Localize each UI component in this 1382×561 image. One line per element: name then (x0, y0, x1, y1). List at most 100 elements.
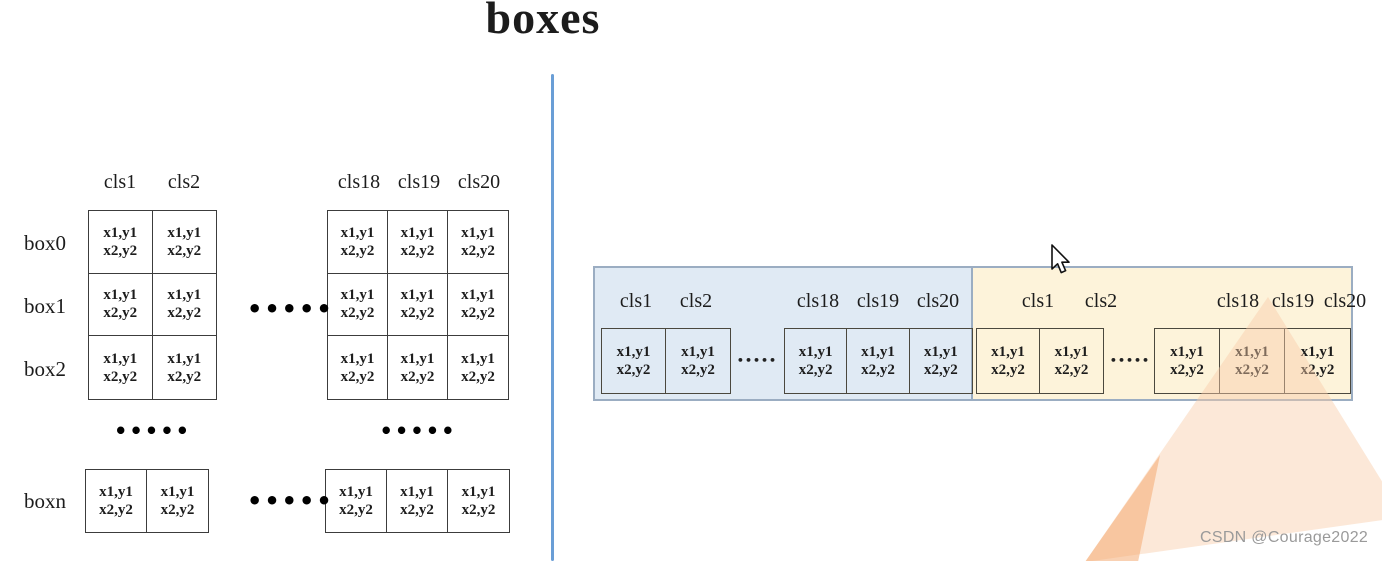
cell-coords-line2: x2,y2 (167, 242, 202, 259)
col-header-cls19: cls19 (1271, 290, 1315, 312)
cell-coords-line1: x1,y1 (340, 287, 375, 304)
cell-coords-line1: x1,y1 (681, 344, 715, 360)
cell-coords-line2: x2,y2 (103, 368, 138, 385)
cell-coords-line1: x1,y1 (167, 224, 202, 241)
cell-coords-line2: x2,y2 (461, 242, 495, 259)
col-ellipsis-dots: ••••• (113, 419, 192, 443)
bbox-cell: x1,y1 x2,y2 (666, 329, 730, 393)
cell-coords-line2: x2,y2 (99, 502, 133, 518)
cell-coords-line2: x2,y2 (616, 362, 651, 378)
cell-coords-line2: x2,y2 (1235, 362, 1269, 378)
cell-coords-line1: x1,y1 (461, 484, 496, 500)
cell-coords-line2: x2,y2 (991, 362, 1025, 378)
cell-coords-line2: x2,y2 (167, 368, 202, 385)
cell-coords-line2: x2,y2 (461, 502, 496, 518)
cell-coords-line2: x2,y2 (798, 362, 833, 378)
cell-coords-line1: x1,y1 (167, 350, 202, 367)
cell-coords-line2: x2,y2 (103, 242, 138, 259)
col-header-cls20: cls20 (1323, 290, 1367, 312)
bbox-cell: x1,y1 x2,y2 (448, 470, 509, 532)
col-header-cls1: cls1 (619, 290, 653, 312)
row-label-boxn: boxn (24, 489, 66, 513)
cell-coords-line2: x2,y2 (339, 502, 373, 518)
cell-coords-line1: x1,y1 (798, 344, 833, 360)
col-header-cls18: cls18 (1216, 290, 1260, 312)
cell-coords-line2: x2,y2 (681, 362, 715, 378)
cell-coords-line1: x1,y1 (991, 344, 1025, 360)
col-header-cls1: cls1 (1021, 290, 1055, 312)
cell-coords-line1: x1,y1 (400, 287, 435, 304)
cell-coords-line2: x2,y2 (461, 368, 495, 385)
cell-coords-line1: x1,y1 (1054, 344, 1089, 360)
cell-coords-line2: x2,y2 (160, 502, 195, 518)
col-header-cls19: cls19 (397, 171, 441, 193)
cell-coords-line2: x2,y2 (400, 242, 435, 259)
cell-coords-line1: x1,y1 (167, 287, 202, 304)
cell-coords-line1: x1,y1 (461, 224, 495, 241)
panel-ellipsis-dots: ••••• (736, 354, 778, 367)
bbox-cell: x1,y1 x2,y2 (977, 329, 1040, 393)
cell-coords-line1: x1,y1 (340, 224, 375, 241)
cell-coords-line2: x2,y2 (340, 368, 375, 385)
cell-coords-line2: x2,y2 (340, 305, 375, 322)
col-ellipsis-dots: ••••• (379, 419, 457, 443)
bbox-cell: x1,y1 x2,y2 (1155, 329, 1220, 393)
cell-coords-line2: x2,y2 (400, 368, 435, 385)
cell-coords-line1: x1,y1 (1300, 344, 1335, 360)
row-label-box0: box0 (24, 231, 66, 255)
page-title: boxes (485, 0, 601, 43)
panel-table-cls1-2: x1,y1 x2,y2 x1,y1 x2,y2 (976, 328, 1104, 394)
col-header-cls19: cls19 (856, 290, 900, 312)
bbox-cell: x1,y1 x2,y2 (785, 329, 848, 393)
col-header-cls20: cls20 (916, 290, 960, 312)
cell-coords-line2: x2,y2 (340, 242, 375, 259)
cell-coords-line1: x1,y1 (1170, 344, 1204, 360)
col-header-cls20: cls20 (457, 171, 501, 193)
row-ellipsis-dots: ••••• (247, 295, 334, 323)
cell-coords-line1: x1,y1 (400, 224, 435, 241)
cell-coords-line1: x1,y1 (340, 350, 375, 367)
cell-coords-line1: x1,y1 (861, 344, 895, 360)
bbox-cell: x1,y1 x2,y2 (86, 470, 147, 532)
col-header-cls18: cls18 (337, 171, 381, 193)
cell-coords-line2: x2,y2 (1054, 362, 1089, 378)
col-header-cls18: cls18 (796, 290, 840, 312)
cell-coords-line1: x1,y1 (400, 484, 434, 500)
col-header-cls2: cls2 (167, 171, 201, 193)
row-label-box1: box1 (24, 294, 66, 318)
cell-coords-line1: x1,y1 (103, 287, 138, 304)
vertical-divider (551, 74, 554, 561)
cell-coords-line2: x2,y2 (1170, 362, 1204, 378)
bbox-cell: x1,y1 x2,y2 (1040, 329, 1103, 393)
cell-coords-line1: x1,y1 (400, 350, 435, 367)
cell-coords-line2: x2,y2 (103, 305, 138, 322)
cell-coords-line1: x1,y1 (99, 484, 133, 500)
row-ellipsis-dots: ••••• (247, 487, 334, 515)
